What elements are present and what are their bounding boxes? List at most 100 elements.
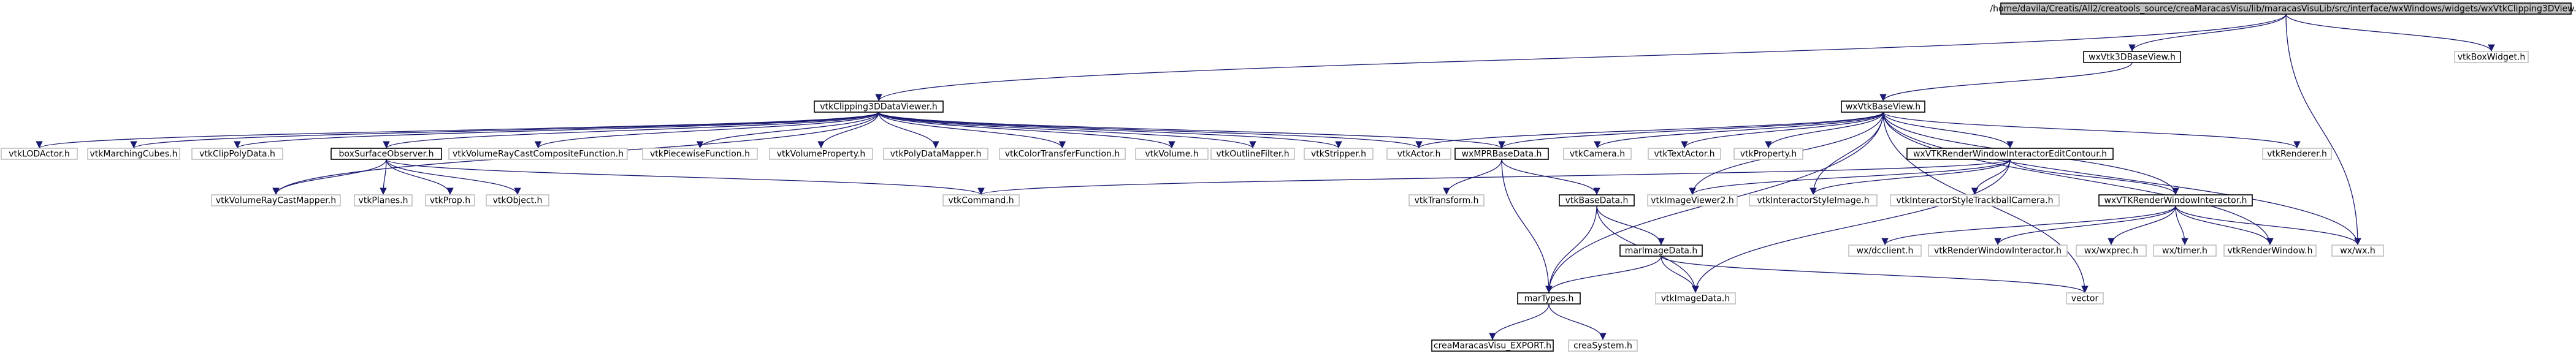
node-vtkBaseData[interactable]: vtkBaseData.h (1559, 194, 1635, 206)
edge-boxSurfaceObserver-to-vtkVolumeRayCastMapper (272, 159, 387, 195)
node-box (1619, 244, 1703, 257)
node-label: vtkImageData.h (1661, 294, 1730, 304)
node-label: vtkPlanes.h (359, 196, 408, 206)
node-label: vtkPiecewiseFunction.h (650, 150, 750, 159)
edge-wxVtkBaseView-to-vtkRenderer (1882, 112, 2301, 149)
node-vtkColorTransferFunction[interactable]: vtkColorTransferFunction.h (999, 148, 1126, 160)
edge-wxVTKRenderWindowInteractorEditContour-to-vtkCommand (977, 159, 2011, 195)
node-vtkInteractorStyleImage[interactable]: vtkInteractorStyleImage.h (1749, 194, 1878, 206)
node-label: vtkVolumeRayCastCompositeFunction.h (453, 150, 624, 159)
node-label: wx/wxprec.h (2084, 246, 2138, 256)
node-wxtimer[interactable]: wx/timer.h (2153, 244, 2217, 257)
node-vtkRenderWindow[interactable]: vtkRenderWindow.h (2223, 244, 2317, 257)
edge-layer (36, 13, 2495, 341)
node-box (2083, 51, 2181, 63)
node-box (2076, 244, 2147, 257)
node-vtkProp[interactable]: vtkProp.h (425, 194, 475, 206)
node-creaMaracasVisu_EXPORT[interactable]: creaMaracasVisu_EXPORT.h (1431, 339, 1554, 352)
node-vtkCamera[interactable]: vtkCamera.h (1563, 148, 1632, 160)
edge-wxVTKRenderWindowInteractor-to-wxtimer (2175, 205, 2188, 246)
node-vtkVolume[interactable]: vtkVolume.h (1135, 148, 1209, 160)
node-vtkInteractorStyleTrackballCamera[interactable]: vtkInteractorStyleTrackballCamera.h (1890, 194, 2060, 206)
node-label: vtkRenderer.h (2267, 150, 2327, 159)
node-box (1431, 339, 1554, 352)
node-box (1733, 148, 1803, 160)
edge-marImageData-to-vector (1661, 256, 2089, 294)
node-vtkImageViewer2[interactable]: vtkImageViewer2.h (1647, 194, 1738, 206)
node-vtkCommand[interactable]: vtkCommand.h (942, 194, 1020, 206)
node-label: vtkInteractorStyleTrackballCamera.h (1896, 196, 2053, 206)
node-box (942, 194, 1020, 206)
node-label: wxVTKRenderWindowInteractor.h (2104, 196, 2247, 206)
node-creaSystem[interactable]: creaSystem.h (1568, 339, 1638, 352)
node-label: vtkRenderWindow.h (2228, 246, 2313, 256)
edge-marImageData-to-vtkImageData (1661, 256, 1699, 294)
node-wxVTKRenderWindowInteractor[interactable]: wxVTKRenderWindowInteractor.h (2098, 194, 2253, 206)
node-label: vtkColorTransferFunction.h (1005, 150, 1120, 159)
edge-wxVTKRenderWindowInteractorEditContour-to-vtkInteractorStyleImage (1810, 159, 2011, 195)
node-label: vtkClipPolyData.h (199, 150, 275, 159)
node-label: vtkClipping3DDataViewer.h (820, 102, 938, 112)
node-box (1454, 148, 1549, 160)
edge-wxVtkBaseView-to-vtkTextActor (1681, 112, 1884, 149)
node-label: marTypes.h (1524, 294, 1574, 304)
edge-root-to-wxwx (2285, 13, 2361, 246)
edge-marTypes-to-creaMaracasVisu_EXPORT (1489, 303, 1550, 341)
node-wxexprec[interactable]: wx/wxprec.h (2076, 244, 2147, 257)
node-label: vtkProp.h (430, 196, 470, 206)
node-vtkMarchingCubes[interactable]: vtkMarchingCubes.h (87, 148, 180, 160)
node-vtkTextActor[interactable]: vtkTextActor.h (1648, 148, 1721, 160)
node-vtkBoxWidget[interactable]: vtkBoxWidget.h (2454, 51, 2529, 63)
node-vtkRenderWindowInteractor[interactable]: vtkRenderWindowInteractor.h (1928, 244, 2068, 257)
node-marImageData[interactable]: marImageData.h (1619, 244, 1703, 257)
node-root[interactable]: /home/davila/Creatis/All2/creatools_sour… (1990, 2, 2576, 15)
edge-wxVTKRenderWindowInteractorEditContour-to-vtkImageViewer2 (1689, 159, 2011, 195)
edge-vtkBaseData-to-marTypes (1545, 205, 1597, 294)
node-vector[interactable]: vector (2066, 292, 2104, 305)
node-wxVtk3DBaseView[interactable]: wxVtk3DBaseView.h (2083, 51, 2181, 63)
node-wxVTKRenderWindowInteractorEditContour[interactable]: wxVTKRenderWindowInteractorEditContour.h (1906, 148, 2114, 160)
node-marTypes[interactable]: marTypes.h (1517, 292, 1581, 305)
node-box (1648, 148, 1721, 160)
node-vtkPolyDataMapper[interactable]: vtkPolyDataMapper.h (883, 148, 988, 160)
node-vtkClipPolyData[interactable]: vtkClipPolyData.h (191, 148, 283, 160)
node-vtkOutlineFilter[interactable]: vtkOutlineFilter.h (1210, 148, 1295, 160)
node-vtkVolumeProperty[interactable]: vtkVolumeProperty.h (769, 148, 873, 160)
node-vtkRenderer[interactable]: vtkRenderer.h (2262, 148, 2332, 160)
node-box (2153, 244, 2217, 257)
node-label: vtkProperty.h (1740, 150, 1797, 159)
node-wxVtkBaseView[interactable]: wxVtkBaseView.h (1841, 100, 1925, 113)
node-box (425, 194, 475, 206)
node-box (2000, 2, 2572, 15)
node-label: vtkCommand.h (948, 196, 1014, 206)
node-boxSurfaceObserver[interactable]: boxSurfaceObserver.h (331, 148, 442, 160)
node-box (486, 194, 549, 206)
node-box (211, 194, 341, 206)
node-vtkActor[interactable]: vtkActor.h (1386, 148, 1451, 160)
edge-marImageData-to-marTypes (1545, 256, 1662, 294)
node-vtkVolumeRayCastCompositeFunction[interactable]: vtkVolumeRayCastCompositeFunction.h (448, 148, 628, 160)
edge-wxVTKRenderWindowInteractor-to-wxdcclient (1881, 205, 2176, 246)
node-vtkStripper[interactable]: vtkStripper.h (1304, 148, 1374, 160)
node-vtkVolumeRayCastMapper[interactable]: vtkVolumeRayCastMapper.h (211, 194, 341, 206)
edge-wxVtkBaseView-to-vtkProperty (1765, 112, 1884, 149)
node-vtkImageData[interactable]: vtkImageData.h (1655, 292, 1736, 305)
node-box (354, 194, 413, 206)
node-label: vtkLODActor.h (9, 150, 70, 159)
node-wxdcclient[interactable]: wx/dcclient.h (1848, 244, 1922, 257)
node-vtkObject[interactable]: vtkObject.h (486, 194, 549, 206)
node-vtkProperty[interactable]: vtkProperty.h (1733, 148, 1803, 160)
edge-wxVtkBaseView-to-wxMPRBaseData (1498, 112, 1884, 149)
node-vtkPlanes[interactable]: vtkPlanes.h (354, 194, 413, 206)
node-vtkLODActor[interactable]: vtkLODActor.h (1, 148, 78, 160)
node-box (814, 100, 944, 113)
node-vtkTransform[interactable]: vtkTransform.h (1408, 194, 1485, 206)
node-wxwx[interactable]: wx/wx.h (2331, 244, 2384, 257)
edge-wxVTKRenderWindowInteractorEditContour-to-wxVTKRenderWindowInteractor (2009, 159, 2179, 195)
node-vtkPiecewiseFunction[interactable]: vtkPiecewiseFunction.h (642, 148, 758, 160)
node-wxMPRBaseData[interactable]: wxMPRBaseData.h (1454, 148, 1549, 160)
edge-vtkClipping3DDataViewer-to-vtkClipPolyData (234, 112, 879, 149)
node-vtkClipping3DDataViewer[interactable]: vtkClipping3DDataViewer.h (814, 100, 944, 113)
node-label: vtkRenderWindowInteractor.h (1934, 246, 2062, 256)
